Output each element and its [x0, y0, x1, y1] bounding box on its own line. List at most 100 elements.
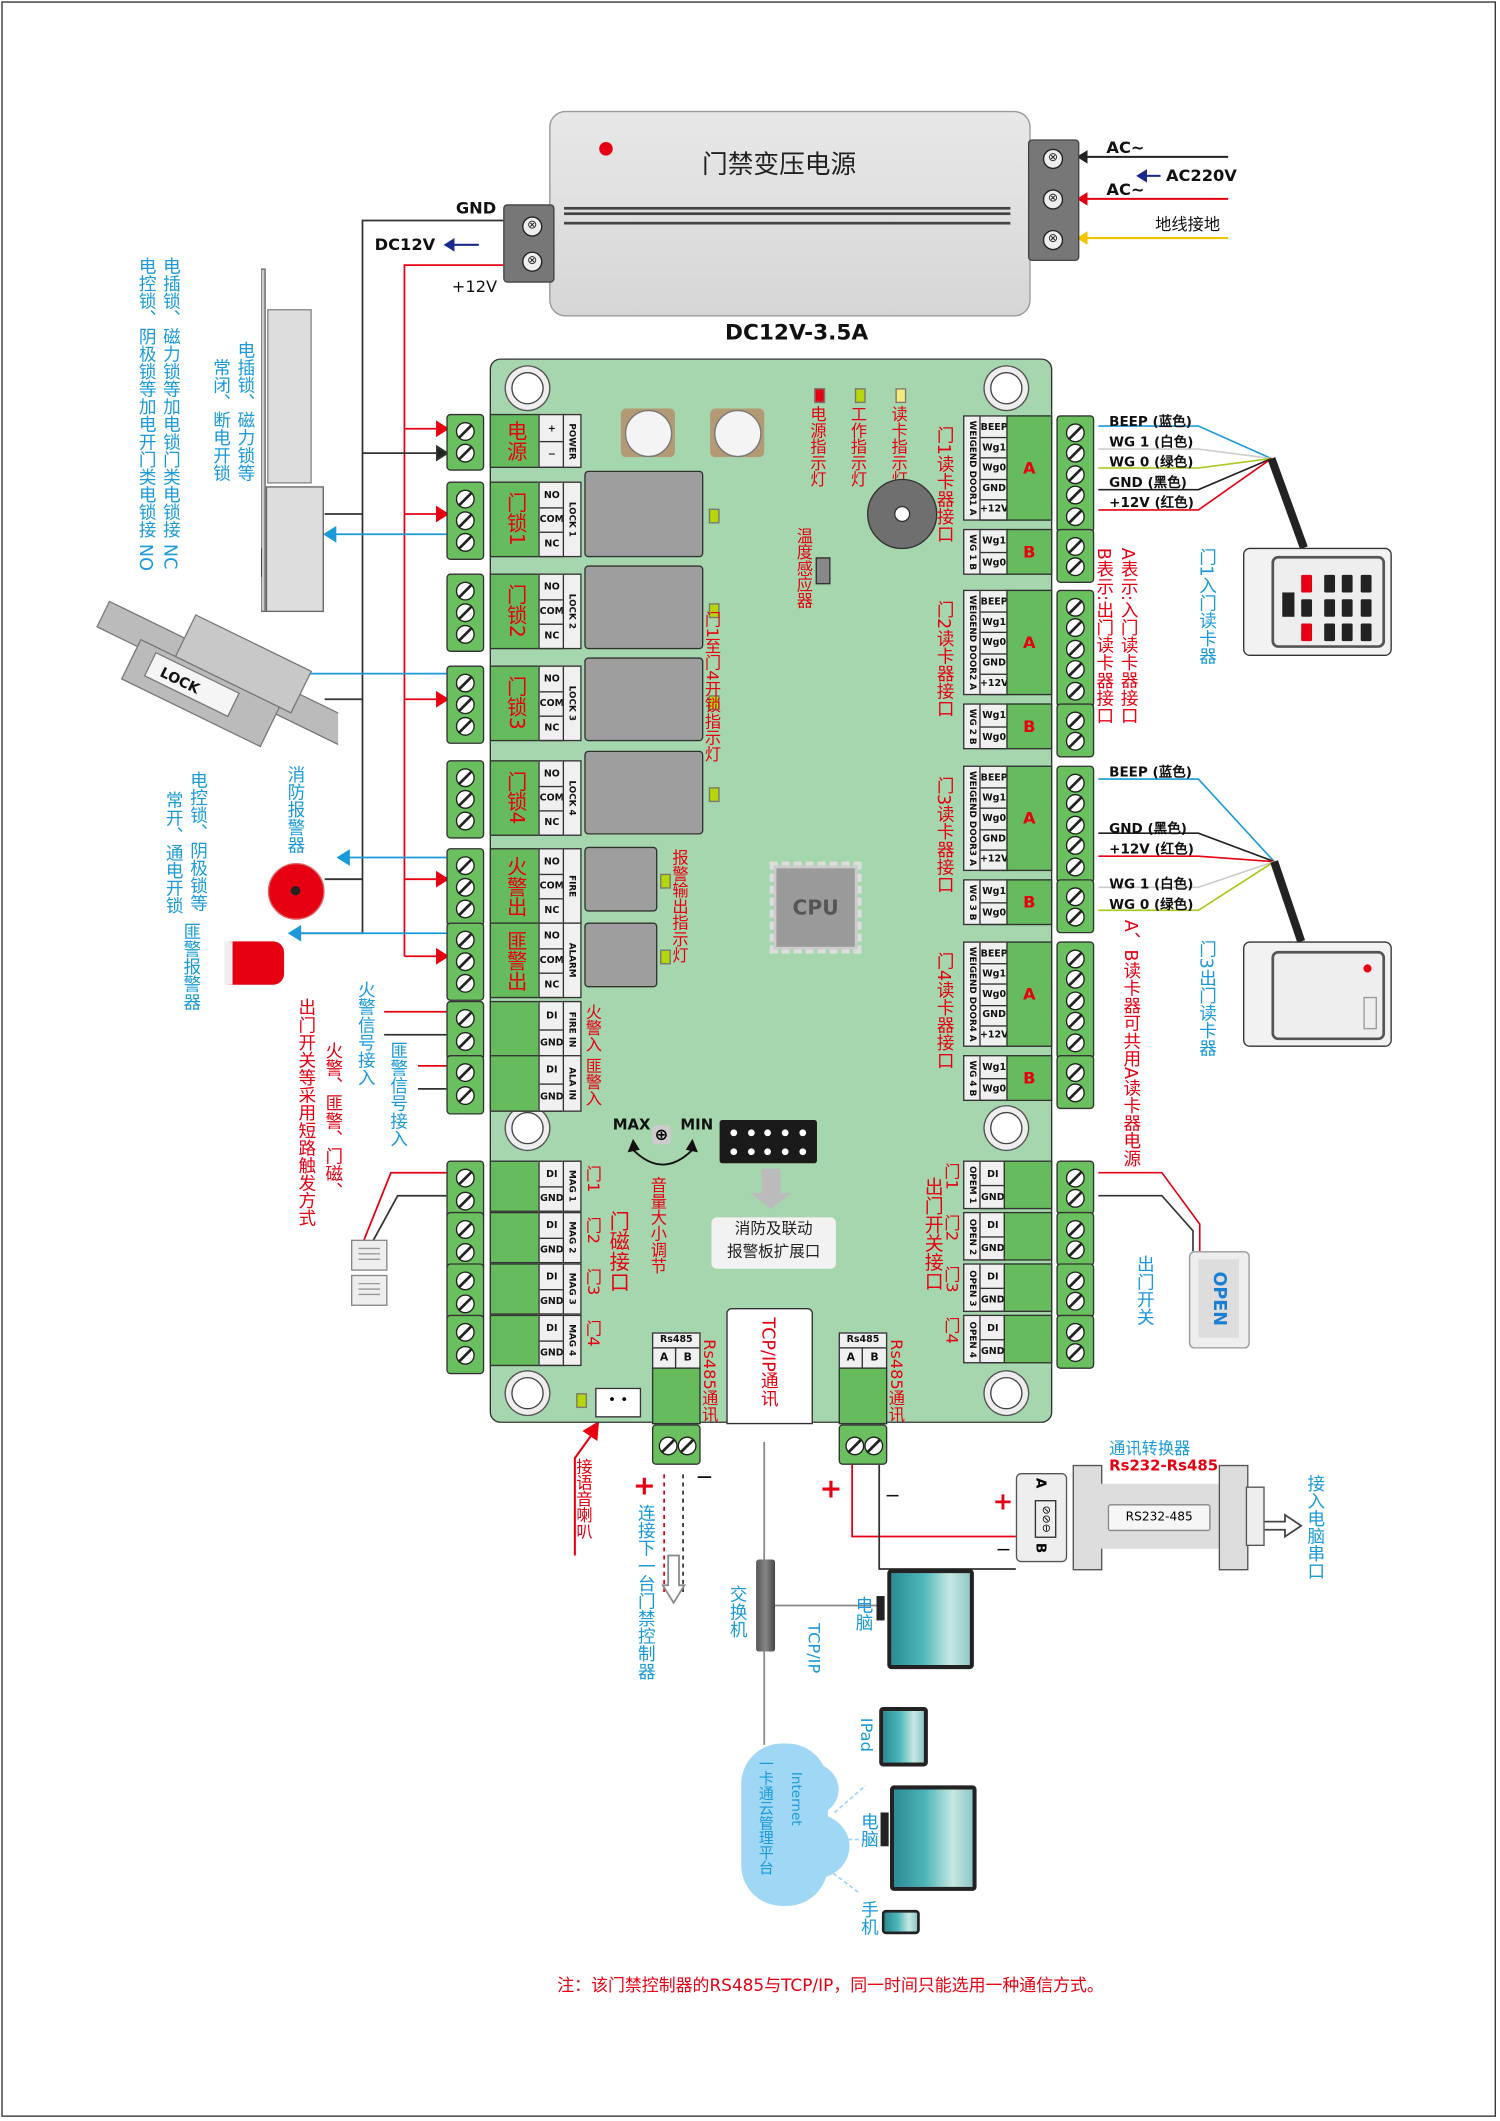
alarm-out-led: [660, 949, 671, 965]
output-plug: 电源: [489, 413, 542, 468]
phone-label: 手机: [857, 1900, 878, 1936]
open-terminal[interactable]: [1056, 1314, 1095, 1369]
terminal-6[interactable]: [446, 922, 485, 1001]
volume-max: MAX: [612, 1115, 651, 1134]
keypad-reader-icon: [1243, 547, 1392, 657]
screw-icon: [1065, 639, 1085, 659]
expansion-line-2: 报警板扩展口: [727, 1241, 821, 1261]
screw-icon: [1065, 1220, 1085, 1239]
mag-plug: [489, 1211, 542, 1264]
terminal-2[interactable]: [446, 573, 485, 652]
expansion-port-note: 消防及联动 报警板扩展口: [711, 1217, 836, 1269]
lock-no-note: 电控锁、阴极锁等加电开门类电锁接 NO: [134, 256, 156, 571]
mag-plug: [489, 1314, 542, 1367]
screw-icon: [1065, 836, 1085, 856]
rs485-right-label: Rs485通讯: [886, 1339, 906, 1423]
pin-label: Wg0: [980, 726, 1008, 750]
rs485-right-a: A: [838, 1347, 863, 1369]
output-plug: 门锁1: [489, 481, 542, 558]
rs485-left-terminal[interactable]: [651, 1424, 701, 1465]
terminal-3[interactable]: [446, 665, 485, 744]
terminal-0[interactable]: [446, 413, 485, 471]
trigger-note-2: 出门开关等采用短路触发方式: [294, 998, 315, 1227]
screw-icon: [1065, 731, 1085, 751]
read-led-label: 读卡指示灯: [889, 405, 909, 487]
exit-button[interactable]: OPEN: [1188, 1251, 1250, 1349]
ab-note-1: A表示:入门读卡器接口: [1116, 547, 1138, 725]
rs485-right-terminal[interactable]: [838, 1424, 888, 1465]
ac-wires: [443, 150, 1229, 252]
mag-terminal[interactable]: [446, 1314, 485, 1375]
ipad-label: IPad: [856, 1717, 876, 1752]
pin-label: GND: [539, 1340, 565, 1367]
screw-icon: [1065, 618, 1085, 638]
switch-label: 交换机: [725, 1585, 747, 1638]
gnd-label: GND: [455, 198, 497, 218]
pin-label: Wg0: [980, 902, 1008, 926]
screw-icon: [455, 532, 475, 552]
pin-label: COM: [540, 691, 564, 717]
reader-b-terminal[interactable]: [1056, 1055, 1095, 1110]
mag-terminal[interactable]: [446, 1211, 485, 1272]
pin-label: COM: [540, 948, 564, 974]
volume-knob[interactable]: ⊕: [651, 1125, 671, 1145]
reader-b-terminal[interactable]: [1056, 528, 1095, 583]
open-terminal[interactable]: [1056, 1263, 1095, 1318]
pin-label: GND: [980, 653, 1008, 675]
mount-hole: [990, 371, 1023, 405]
exit-button-label: 出门开关: [1132, 1255, 1154, 1326]
pin-label: Wg0: [980, 1078, 1008, 1102]
reader-a-terminal[interactable]: [1056, 589, 1095, 708]
reader-port-label: 门2读卡器接口: [932, 600, 954, 718]
expansion-header[interactable]: [719, 1119, 817, 1164]
mag-terminal[interactable]: [446, 1263, 485, 1323]
pin-label: GND: [539, 1186, 565, 1212]
input-terminal[interactable]: [446, 1000, 485, 1061]
reader-a-terminal[interactable]: [1056, 415, 1095, 533]
open-terminal[interactable]: [1056, 1160, 1095, 1215]
output-plug: 匪警出: [489, 922, 542, 999]
open-plug: [1003, 1263, 1053, 1313]
phone-icon: [881, 1909, 920, 1935]
reader1-label: 门1入门读卡器: [1195, 547, 1216, 665]
screw-icon: [1065, 773, 1085, 793]
speaker-port[interactable]: • •: [595, 1387, 642, 1418]
reader-b-terminal[interactable]: [1056, 703, 1095, 758]
screw-icon: [1065, 1188, 1085, 1208]
reader-b-terminal[interactable]: [1056, 879, 1095, 934]
ac220-label: AC220V: [1165, 166, 1237, 186]
expansion-line-1: 消防及联动: [734, 1218, 813, 1238]
output-plug: 门锁4: [489, 760, 542, 836]
screw-icon: [455, 899, 475, 919]
screw-icon: [1065, 485, 1085, 505]
psu-vent: [564, 206, 1011, 225]
reader1-wire-label: BEEP (蓝色): [1109, 415, 1192, 431]
screw-icon: [455, 1168, 475, 1188]
terminal-5[interactable]: [446, 848, 485, 927]
to-pc-serial-label: 接入电脑串口: [1303, 1474, 1324, 1580]
mag-terminal[interactable]: [446, 1160, 485, 1221]
input-terminal[interactable]: [446, 1055, 485, 1115]
terminal-4[interactable]: [446, 760, 485, 839]
reader-a-terminal[interactable]: [1056, 765, 1095, 884]
card-reader-icon: [1243, 941, 1392, 1047]
open-terminal[interactable]: [1056, 1211, 1095, 1267]
terminal-1[interactable]: [446, 481, 485, 560]
ac1-label: AC~: [1106, 137, 1145, 157]
screw-icon: [455, 443, 475, 463]
screw-icon: [455, 511, 475, 531]
mag-label: 门2: [583, 1217, 603, 1244]
psu-title: 门禁变压电源: [701, 150, 857, 180]
reader1-wire-label: GND (黑色): [1109, 476, 1187, 491]
pin-label: COM: [540, 874, 564, 900]
reader-a-terminal[interactable]: [1056, 941, 1095, 1060]
conv-plus-left: +: [819, 1471, 843, 1505]
tcpip-port[interactable]: TCP/IP通讯: [726, 1307, 813, 1425]
output-name: 门锁2: [504, 584, 529, 639]
output-tag: POWER: [562, 413, 582, 468]
